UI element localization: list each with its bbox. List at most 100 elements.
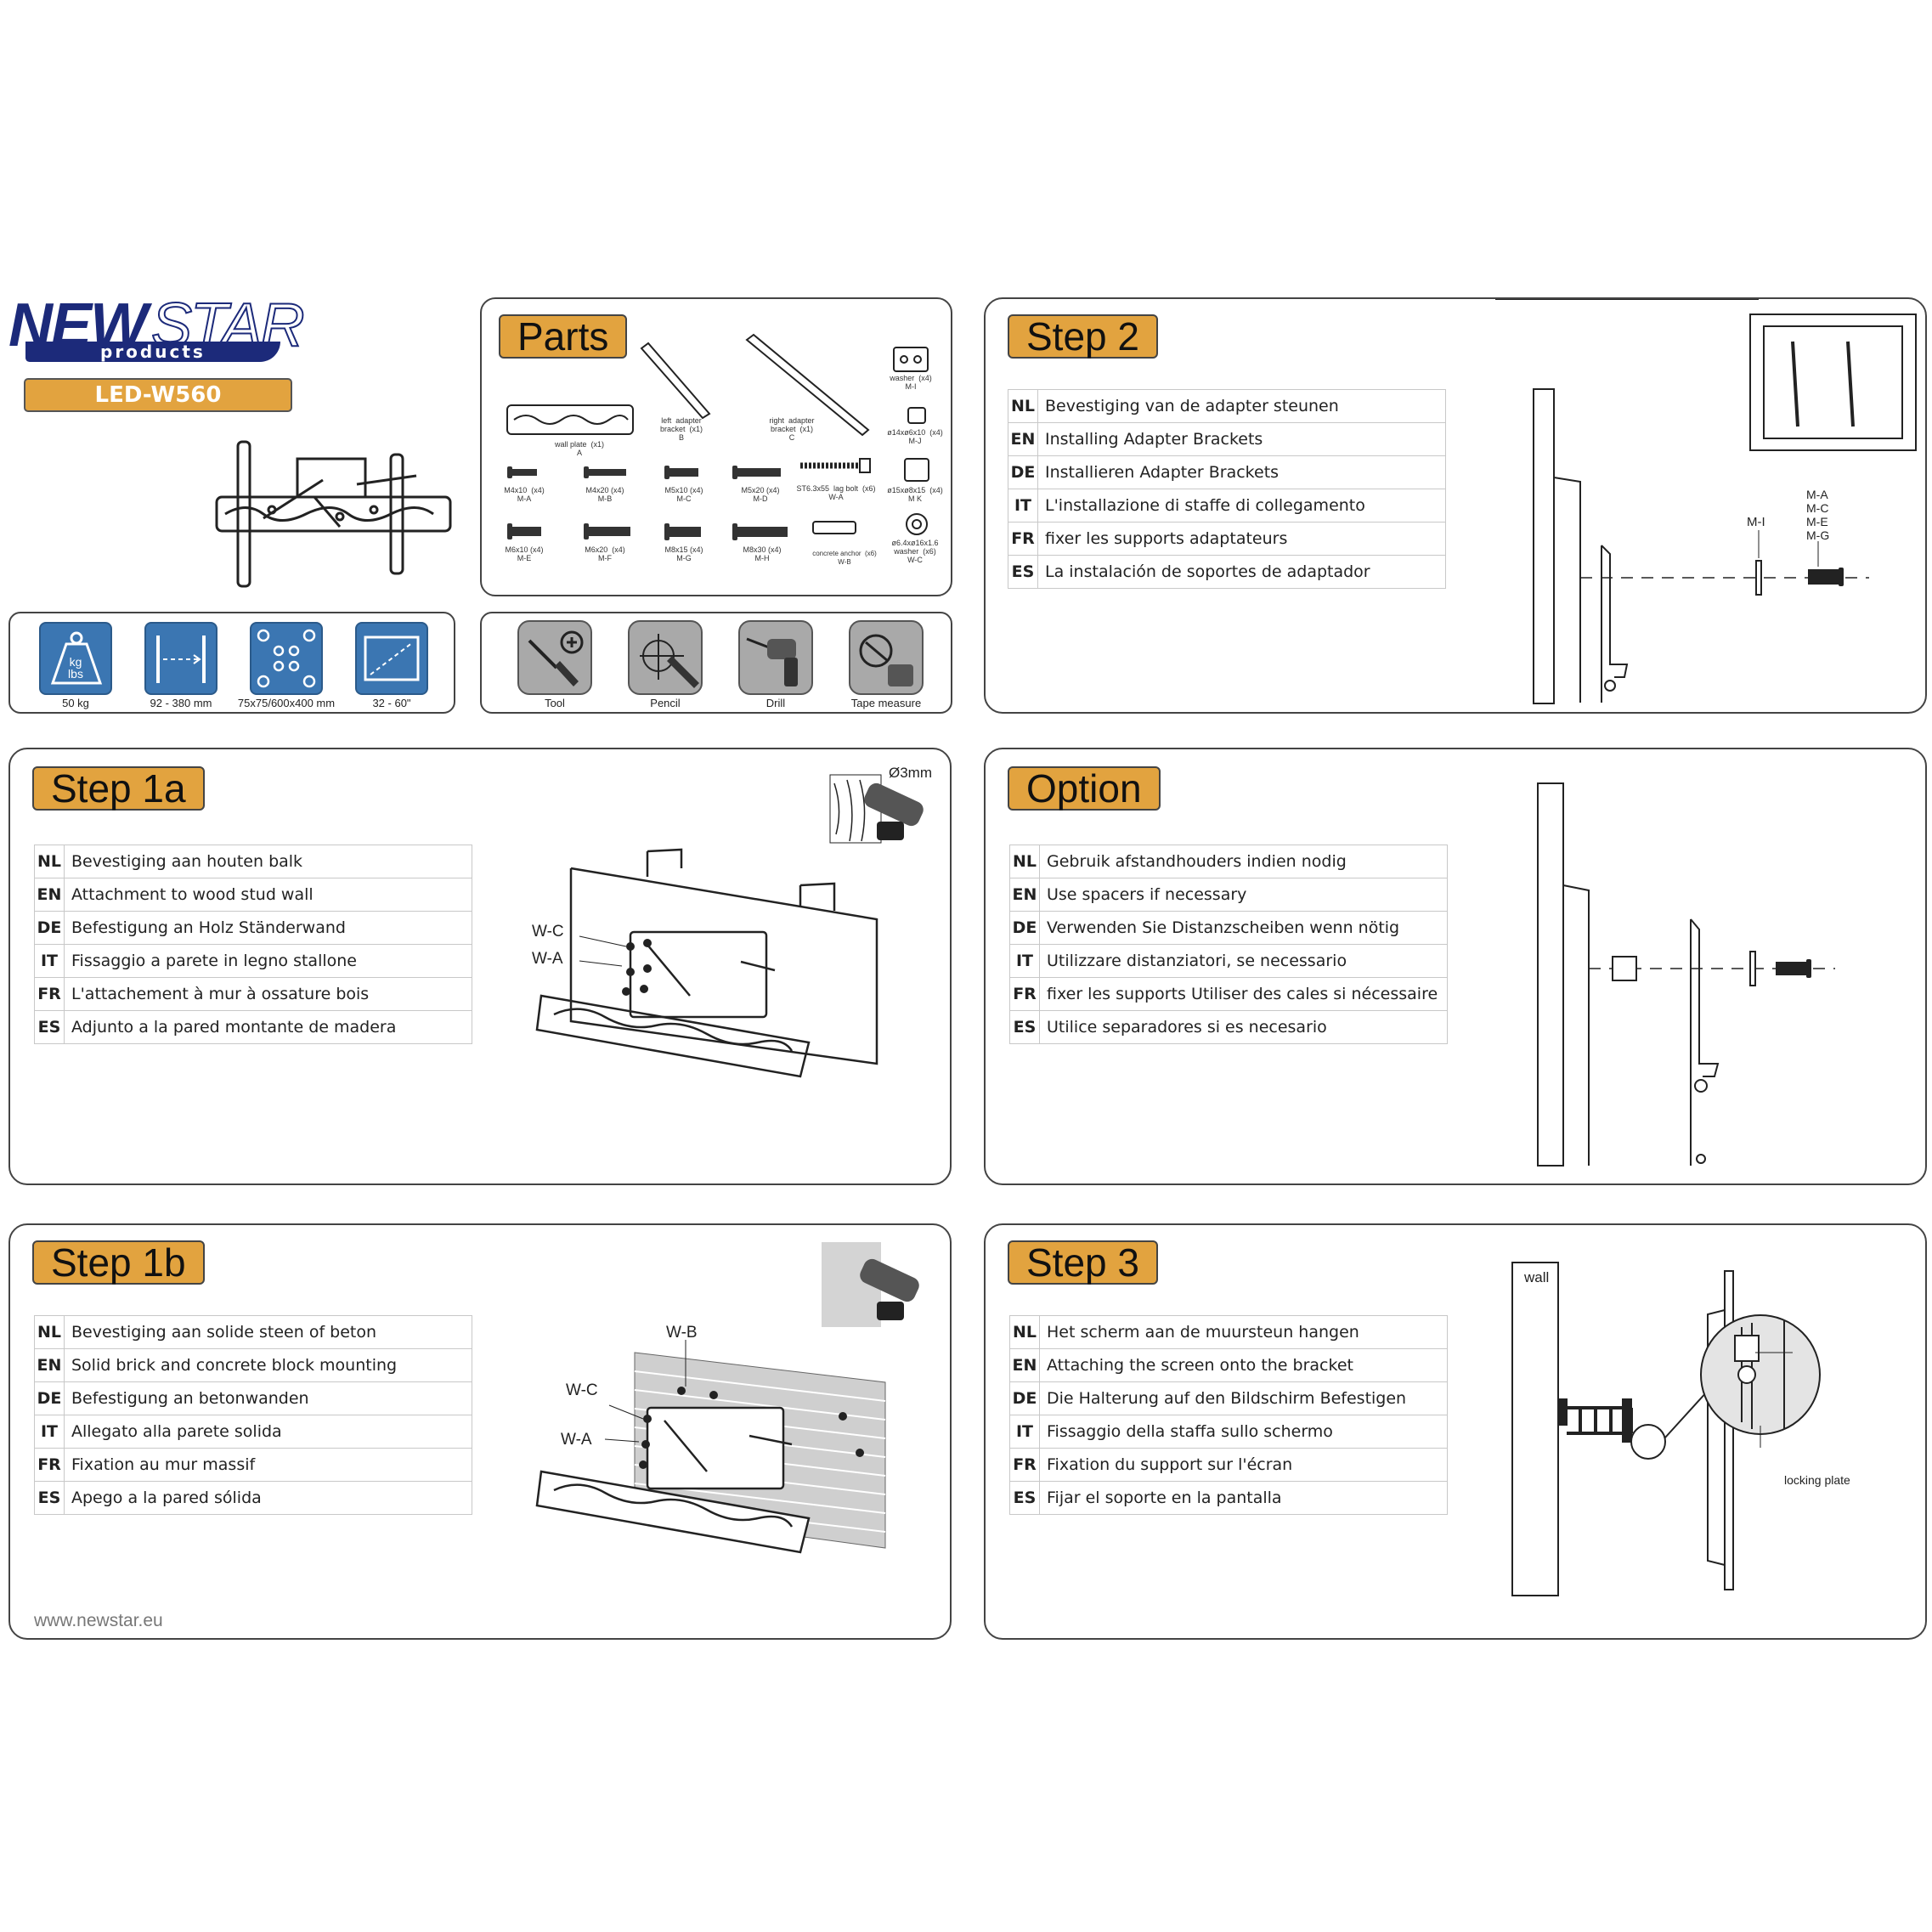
- tool-box-screwdriver: [517, 620, 592, 695]
- website-url: www.newstar.eu: [34, 1611, 163, 1630]
- part-mc: M5x10 (x4) M-C: [664, 486, 703, 503]
- part-mh: M8x30 (x4) M-H: [743, 545, 782, 562]
- tool-box-pencil: [628, 620, 703, 695]
- step1a-diagram: [535, 774, 924, 1078]
- part-md: M5x20 (x4) M-D: [741, 486, 780, 503]
- step1b-title: Step 1b: [32, 1240, 205, 1285]
- part-wa: ST6.3x55 lag bolt (x6) W-A: [796, 484, 876, 501]
- tool-box-tape: [849, 620, 924, 695]
- step2-label-mg: M-G: [1806, 528, 1830, 542]
- step1b-label-wc: W-C: [566, 1381, 598, 1399]
- step2-diagram: [1495, 299, 1917, 704]
- brand-logo: NEW STAR products: [7, 289, 313, 374]
- part-wall-plate: wall plate (x1) A: [554, 440, 605, 457]
- step1a-label-wa: W-A: [532, 950, 563, 968]
- spec-arm-box: [144, 622, 217, 695]
- screwdriver-icon: [528, 630, 584, 686]
- step3-diagram: [1511, 1262, 1821, 1596]
- part-mk: ø15xø8x15 (x4) M K: [887, 486, 943, 503]
- product-illustration: [215, 440, 452, 588]
- part-washer-mi: washer (x4) M-I: [890, 374, 932, 391]
- step1a-drill-size: Ø3mm: [889, 765, 932, 781]
- tool-label-drill: Drill: [765, 697, 786, 709]
- tool-label-tape: Tape measure: [850, 697, 922, 709]
- part-wc: ø6.4xø16x1.6 washer (x6) W-C: [891, 539, 939, 564]
- step3-title: Step 3: [1008, 1240, 1158, 1285]
- spec-arm-label: 92 - 380 mm: [150, 697, 212, 709]
- weight-icon: [50, 631, 103, 685]
- part-ma: M4x10 (x4) M-A: [504, 486, 545, 503]
- spec-weight-label: 50 kg: [62, 697, 89, 709]
- part-wb: concrete anchor (x6) W-B: [812, 550, 877, 566]
- drill-icon: [746, 637, 798, 686]
- parts-panel: Parts: [480, 297, 952, 596]
- step2-title: Step 2: [1008, 314, 1158, 359]
- tools-panel: Tool Pencil Drill Tape measure: [480, 612, 952, 714]
- spec-screen-box: [355, 622, 428, 695]
- step1b-label-wb: W-B: [666, 1324, 698, 1342]
- option-diagram: [1537, 782, 1835, 1167]
- part-right-bracket: right adapter bracket (x1) C: [769, 416, 815, 442]
- part-mb: M4x20 (x4) M-B: [585, 486, 624, 503]
- step3-label-wall: wall: [1524, 1269, 1550, 1285]
- part-mj: ø14xø6x10 (x4) M-J: [887, 428, 943, 445]
- step3-label-locking: locking plate: [1784, 1473, 1850, 1487]
- option-title: Option: [1008, 766, 1161, 811]
- part-mf: M6x20 (x4) M-F: [585, 545, 625, 562]
- spec-vesa-label: 75x75/600x400 mm: [237, 697, 336, 709]
- parts-title: Parts: [499, 314, 628, 359]
- logo-products: products: [100, 342, 206, 362]
- step1b-label-wa: W-A: [561, 1431, 592, 1449]
- model-name: LED-W560: [94, 382, 222, 408]
- part-mg: M8x15 (x4) M-G: [664, 545, 703, 562]
- pencil-icon: [640, 634, 699, 688]
- tool-label-tool: Tool: [545, 697, 565, 709]
- part-me: M6x10 (x4) M-E: [505, 545, 544, 562]
- screen-size-icon: [364, 636, 420, 681]
- step2-label-mc: M-C: [1806, 501, 1829, 515]
- step2-label-mi: M-I: [1747, 515, 1765, 529]
- vesa-holes-icon: [257, 629, 316, 688]
- step1a-title: Step 1a: [32, 766, 205, 811]
- tool-label-pencil: Pencil: [650, 697, 681, 709]
- spec-vesa-box: [250, 622, 323, 695]
- arm-length-icon: [156, 636, 206, 683]
